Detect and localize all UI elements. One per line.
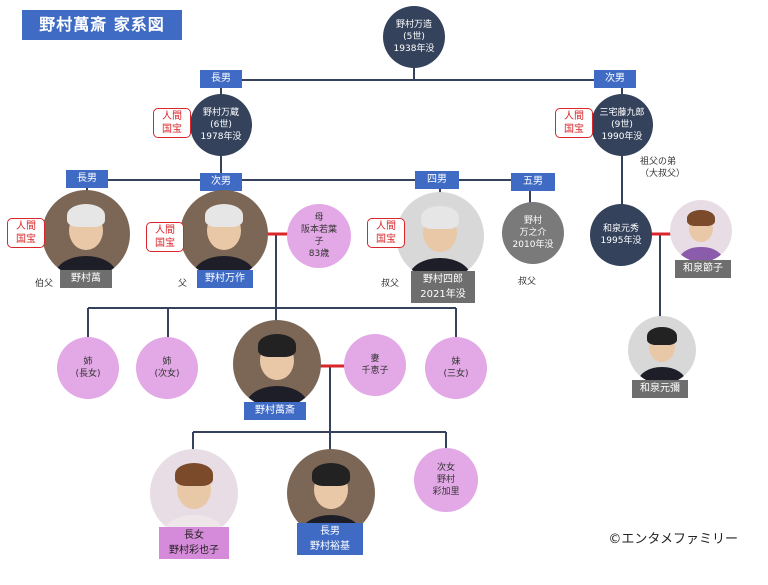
relation-uncle-man: 伯父 — [35, 279, 54, 289]
treasure-badge-shiro: 人間 国宝 — [367, 218, 405, 248]
node-mother-wakaba: 母 阪本若葉 子 83歳 — [287, 204, 351, 268]
node-izumi-motohide: 和泉元秀 1995年没 — [590, 204, 652, 266]
label-nomura-sayako: 長女 野村彩也子 — [159, 527, 229, 559]
node-sister-eldest: 姉 (長女) — [57, 337, 119, 399]
photo-nomura-shiro — [396, 192, 484, 280]
relation-jinan-2: 次男 — [200, 173, 242, 191]
node-nomura-mannosuke: 野村 万之介 2010年没 — [502, 202, 564, 264]
label-nomura-mansaku: 野村万作 — [197, 270, 253, 288]
label-nomura-man: 野村萬 — [60, 270, 112, 288]
label-nomura-mansai: 野村萬斎 — [244, 402, 306, 420]
relation-uncle-shiro: 叔父 — [381, 279, 400, 289]
relation-father: 父 — [178, 279, 188, 289]
relation-gonan: 五男 — [511, 173, 555, 191]
node-wife-chieko: 妻 千恵子 — [344, 334, 406, 396]
photo-izumi-motoya — [628, 316, 696, 384]
relation-jinan-1: 次男 — [594, 70, 636, 88]
treasure-badge-manzo6: 人間 国宝 — [153, 108, 191, 138]
label-nomura-shiro: 野村四郎 2021年没 — [411, 271, 475, 303]
treasure-badge-miyake: 人間 国宝 — [555, 108, 593, 138]
node-nomura-manzo-5: 野村万造 (5世) 1938年没 — [383, 6, 445, 68]
photo-izumi-setsuko — [670, 200, 732, 262]
label-izumi-setsuko: 和泉節子 — [675, 260, 731, 278]
relation-uncle-mannosuke: 叔父 — [518, 277, 537, 287]
label-izumi-motoya: 和泉元彌 — [632, 380, 688, 398]
copyright-credit: ©エンタメファミリー — [608, 532, 738, 547]
photo-nomura-sayako — [150, 449, 238, 537]
treasure-badge-man: 人間 国宝 — [7, 218, 45, 248]
note-great-uncle: 祖父の弟 （大叔父） — [640, 157, 686, 179]
relation-chonan-2: 長男 — [66, 170, 108, 188]
node-nomura-sakari: 次女 野村 彩加里 — [414, 448, 478, 512]
node-nomura-manzo-6: 野村万蔵 (6世) 1978年没 — [190, 94, 252, 156]
node-miyake-tokuro: 三宅藤九郎 (9世) 1990年没 — [591, 94, 653, 156]
photo-nomura-mansaku — [180, 190, 268, 278]
node-sister-younger: 妹 (三女) — [425, 337, 487, 399]
relation-shinan: 四男 — [415, 171, 459, 189]
photo-nomura-mansai — [233, 320, 321, 408]
relation-chonan-1: 長男 — [200, 70, 242, 88]
treasure-badge-mansaku: 人間 国宝 — [146, 222, 184, 252]
node-sister-second: 姉 (次女) — [136, 337, 198, 399]
photo-nomura-man — [42, 190, 130, 278]
label-nomura-yuki: 長男 野村裕基 — [297, 523, 363, 555]
page-title: 野村萬斎 家系図 — [22, 10, 182, 40]
